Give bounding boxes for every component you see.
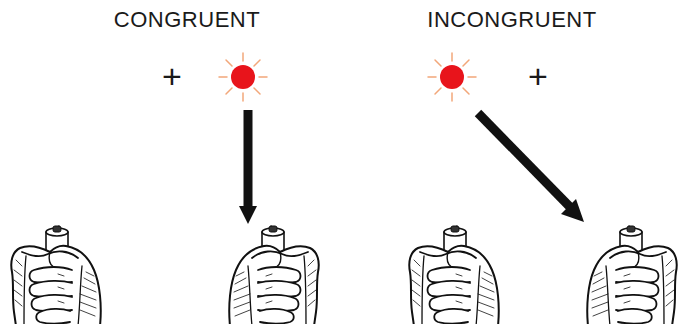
right-hand [229,226,318,324]
left-hand [11,226,100,324]
fixation-cross: + [528,59,548,93]
light-stimulus [219,53,267,101]
light-stimulus [428,53,476,101]
arrow-head [561,199,584,222]
response-arrow [478,113,570,207]
response-arrow [244,110,253,208]
condition-heading: INCONGRUENT [427,9,596,31]
left-hand [409,226,498,324]
right-hand [587,226,676,324]
fixation-cross: + [162,59,182,93]
condition-heading: CONGRUENT [114,9,260,31]
arrow-head [239,206,257,224]
